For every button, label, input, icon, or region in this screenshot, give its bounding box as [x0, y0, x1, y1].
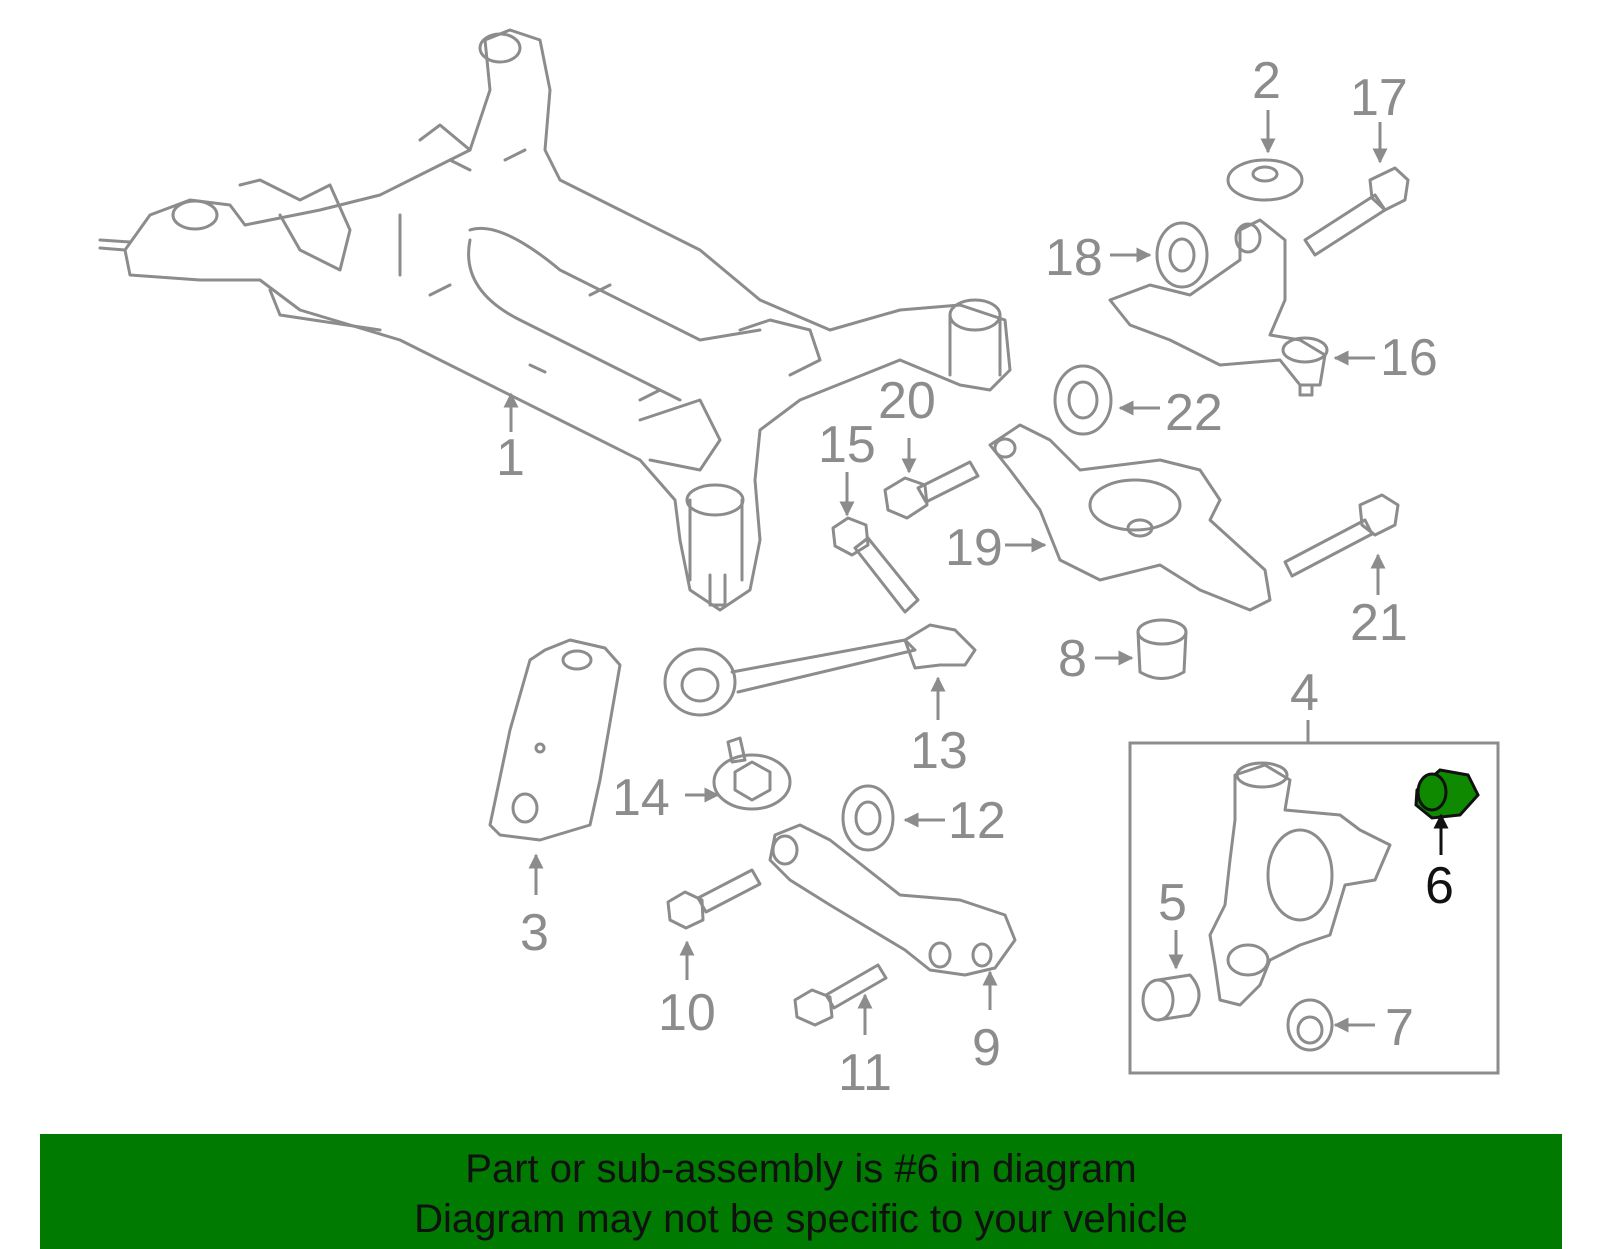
bolt-part-17 — [1303, 166, 1410, 257]
bolt-part-10 — [666, 868, 762, 930]
callout-22: 22 — [1165, 384, 1223, 442]
cam-bolt-part-14 — [712, 736, 792, 811]
callout-13: 13 — [910, 722, 968, 780]
highlighted-bushing-part-6 — [1414, 768, 1480, 820]
callout-9: 9 — [972, 1019, 1001, 1077]
washer-part-2 — [1226, 158, 1304, 202]
leader-arrows — [503, 110, 1449, 1035]
callout-5: 5 — [1158, 874, 1187, 932]
bushing-part-8 — [1136, 618, 1188, 680]
callout-1: 1 — [496, 429, 525, 487]
info-banner: Part or sub-assembly is #6 in diagram Di… — [40, 1134, 1562, 1249]
subframe-part — [98, 28, 1012, 612]
callout-15: 15 — [818, 416, 876, 474]
callout-8: 8 — [1058, 630, 1087, 688]
bolt-part-15 — [831, 516, 920, 614]
callout-labels: 1 2 3 4 5 6 7 8 9 10 11 12 13 14 15 16 1… — [496, 52, 1454, 1102]
callout-3: 3 — [520, 904, 549, 962]
banner-line-disclaimer: Diagram may not be specific to your vehi… — [414, 1197, 1188, 1241]
callout-6: 6 — [1425, 857, 1454, 915]
callout-2: 2 — [1252, 52, 1281, 110]
toe-link-part-13 — [663, 623, 977, 717]
callout-10: 10 — [658, 984, 716, 1042]
callout-11: 11 — [838, 1044, 892, 1102]
callout-7: 7 — [1385, 999, 1414, 1057]
callout-12: 12 — [948, 792, 1006, 850]
bushing-part-7 — [1286, 998, 1334, 1052]
parts-diagram: 1 2 3 4 5 6 7 8 9 10 11 12 13 14 15 16 1… — [98, 28, 1500, 1102]
callout-17: 17 — [1350, 69, 1408, 127]
banner-line-part-number: Part or sub-assembly is #6 in diagram — [465, 1147, 1137, 1191]
washer-part-12 — [841, 784, 895, 852]
callout-4: 4 — [1290, 664, 1319, 722]
callout-18: 18 — [1045, 229, 1103, 287]
washer-part-18 — [1155, 221, 1209, 289]
callout-16: 16 — [1380, 329, 1438, 387]
bracket-part-3 — [488, 638, 622, 842]
arm-part-9 — [768, 823, 1017, 977]
washer-part-22 — [1053, 364, 1113, 436]
bushing-part-5 — [1141, 973, 1201, 1022]
knuckle-assembly-box — [1128, 741, 1500, 1075]
bolt-part-21 — [1283, 493, 1400, 578]
callout-20: 20 — [878, 372, 936, 430]
callout-14: 14 — [612, 769, 670, 827]
upper-arm-part-16 — [1108, 218, 1329, 397]
bolt-part-11 — [793, 963, 888, 1027]
bolt-part-20 — [883, 460, 980, 520]
callout-19: 19 — [945, 519, 1003, 577]
callout-21: 21 — [1350, 594, 1408, 652]
lower-arm-part-19 — [988, 423, 1272, 612]
